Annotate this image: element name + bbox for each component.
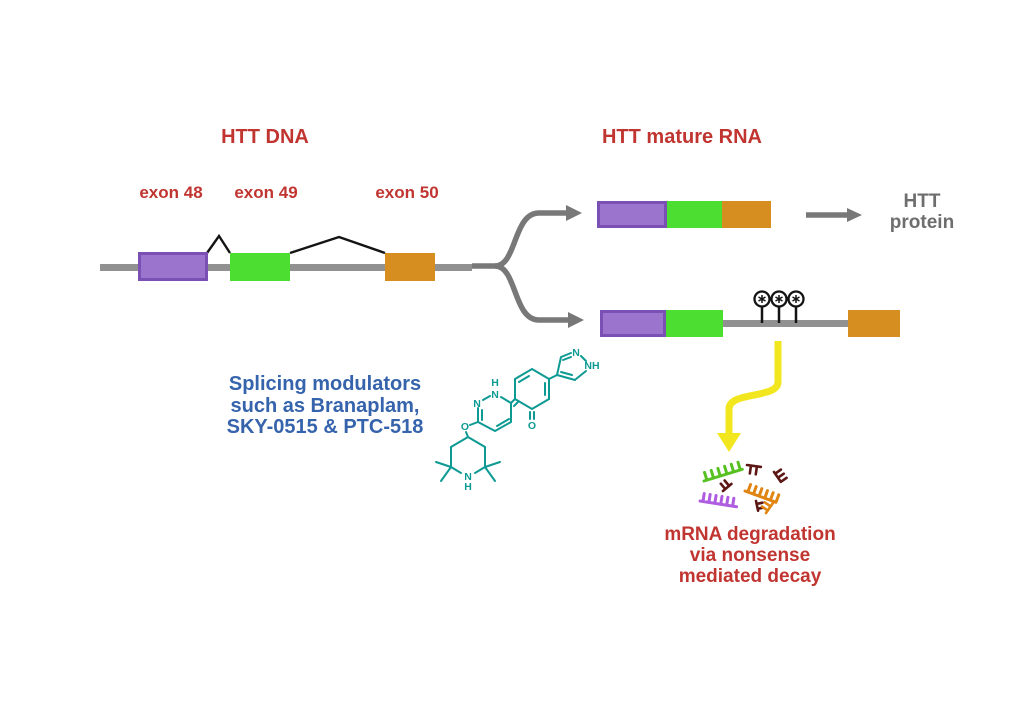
rna-bottom-exon-50-box — [848, 310, 900, 337]
mrna-fragment — [743, 483, 781, 504]
molecule-bonds — [529, 411, 535, 420]
protein-arrow — [806, 208, 862, 222]
degradation-arrow-line — [725, 341, 782, 434]
stop-codon-asterisk-icon — [758, 295, 766, 303]
branch-arrow-bottom — [494, 263, 569, 323]
protein-label-line2: protein — [889, 212, 955, 233]
exon-48-label: exon 48 — [139, 183, 203, 202]
degradation-arrow-head-icon — [717, 433, 741, 452]
stop-codon-asterisk-icon — [775, 295, 783, 303]
dna-exon-49-box — [230, 253, 290, 281]
molecule-bonds — [450, 436, 486, 474]
protein-label: HTT protein — [872, 191, 972, 233]
degradation-caption-line2: via nonsense — [689, 545, 811, 566]
molecule-bonds — [518, 375, 546, 396]
stop-codon-marks — [753, 290, 805, 323]
degradation-caption: mRNA degradation via nonsense mediated d… — [650, 524, 850, 587]
rna-bottom-intron-line — [723, 320, 848, 327]
atom-label-pyridazine-h: H — [491, 377, 499, 389]
molecule-bonds — [435, 461, 501, 482]
molecule-bonds — [477, 395, 512, 432]
modulators-line2: such as Branaplam, — [230, 394, 420, 417]
protein-label-line1: HTT — [903, 191, 941, 212]
branch-arrow-top — [494, 210, 567, 269]
mrna-fragment — [754, 499, 765, 513]
intron-2-splice-line — [289, 235, 386, 255]
rna-bottom-exon-48-box — [600, 310, 666, 337]
atom-label-piperidine-h: H — [464, 481, 472, 493]
modulators-line3: SKY-0515 & PTC-518 — [226, 416, 424, 438]
atom-label-pyridazine-n1: N — [491, 389, 499, 401]
molecule-bonds — [514, 367, 550, 411]
splicing-modulators-caption: Splicing modulators such as Branaplam, S… — [215, 373, 435, 439]
atom-label-pyrazole-n: N — [572, 347, 580, 359]
exon-49-label: exon 49 — [234, 183, 298, 202]
mrna-fragment — [760, 501, 775, 515]
mrna-fragment — [719, 479, 733, 493]
branch-arrows — [472, 205, 584, 328]
degradation-caption-line3: mediated decay — [678, 566, 822, 587]
intron-1-splice-line — [206, 233, 232, 254]
modulators-line1: Splicing modulators — [228, 373, 422, 395]
mrna-fragment — [702, 460, 744, 483]
splice-junction-lines — [206, 233, 386, 255]
atom-label-piperidine-n: N — [464, 471, 472, 483]
branch-arrow-top-head-icon — [566, 205, 582, 221]
dna-exon-50-box — [385, 253, 435, 281]
branaplam-structure: N NH H N N O O N H — [435, 347, 600, 493]
atom-label-ketone-o: O — [528, 420, 536, 432]
atom-label-pyridazine-n2: N — [473, 398, 481, 410]
exon-50-label: exon 50 — [375, 183, 439, 202]
atom-label-ether-o: O — [461, 421, 469, 433]
degradation-caption-line1: mRNA degradation — [664, 524, 836, 545]
rna-top-exon-48-box — [597, 201, 667, 228]
mrna-fragment — [698, 492, 739, 509]
stop-codon-stems — [760, 306, 798, 323]
dna-title: HTT DNA — [221, 126, 309, 148]
degradation-arrow — [717, 341, 782, 452]
mrna-fragment — [745, 463, 763, 476]
stop-codon-asterisk-icon — [792, 295, 800, 303]
rna-title: HTT mature RNA — [601, 126, 762, 148]
molecule-bonds — [556, 352, 587, 381]
rna-top-exon-50-box — [722, 201, 771, 228]
dna-exon-48-box — [138, 252, 208, 281]
mrna-fragments — [698, 460, 788, 515]
rna-bottom-exon-49-box — [666, 310, 723, 337]
protein-arrow-head-icon — [847, 208, 862, 222]
mrna-fragment — [772, 468, 788, 484]
rna-top-exon-49-box — [667, 201, 722, 228]
atom-label-pyrazole-nh: NH — [584, 360, 599, 372]
branch-arrow-bottom-head-icon — [568, 312, 584, 328]
molecule-bonds — [548, 374, 558, 380]
